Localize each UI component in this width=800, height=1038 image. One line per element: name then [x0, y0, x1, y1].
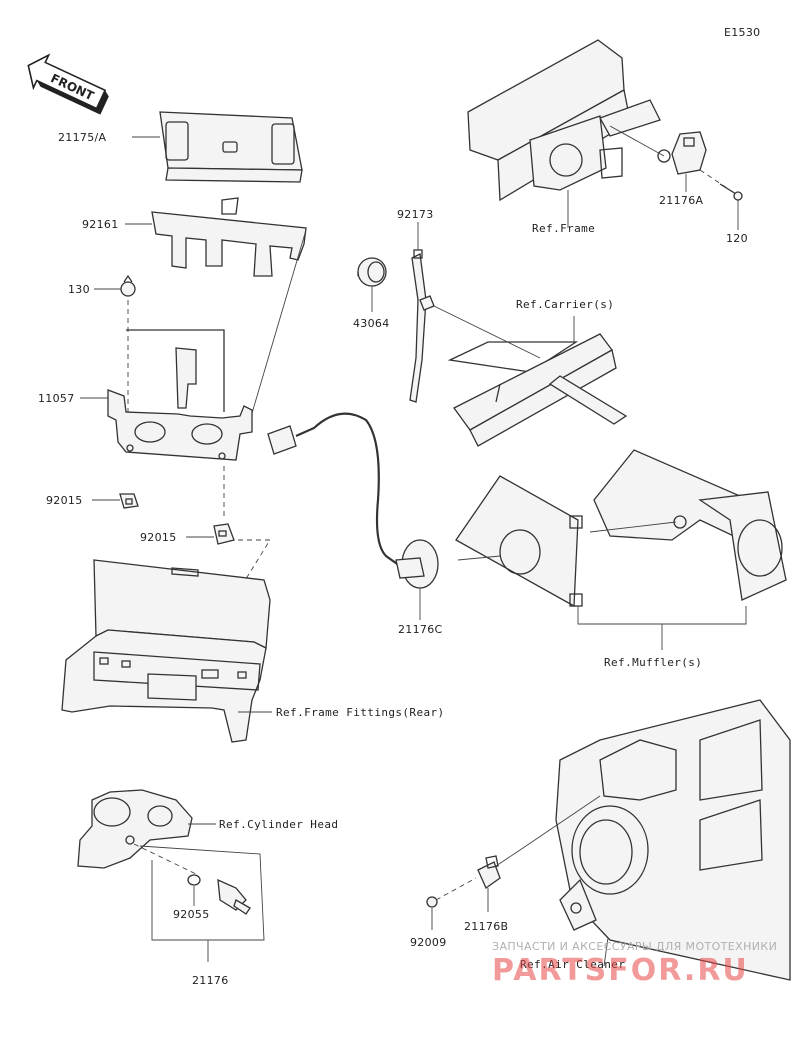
- bolt-120-part: [699, 169, 743, 201]
- watermark-tagline: ЗАПЧАСТИ И АКСЕССУАРЫ ДЛЯ МОТОТЕХНИКИ: [492, 940, 777, 953]
- label-11057: 11057: [38, 392, 75, 405]
- label-92009: 92009: [410, 936, 447, 949]
- label-92161: 92161: [82, 218, 119, 231]
- frame-part: [467, 39, 661, 202]
- watermark-brand: PARTSFOR.RU: [492, 953, 749, 988]
- ref-frame-fittings-rear: Ref.Frame Fittings(Rear): [276, 706, 445, 719]
- gasket-92055-part: [187, 874, 201, 886]
- bolt-130-part: [120, 274, 136, 297]
- frame-fittings-rear-part: [61, 559, 271, 743]
- ref-frame: Ref.Frame: [532, 222, 595, 235]
- air-cleaner-part: [555, 699, 791, 981]
- ref-carriers: Ref.Carrier(s): [516, 298, 614, 311]
- diagram-code: E1530: [724, 26, 760, 39]
- ref-mufflers: Ref.Muffler(s): [604, 656, 702, 669]
- label-92055: 92055: [173, 908, 210, 921]
- ref-cylinder-head: Ref.Cylinder Head: [219, 818, 338, 831]
- label-21175A: 21175/A: [58, 131, 106, 144]
- label-21176A: 21176A: [659, 194, 703, 207]
- bolt-92009-part: [426, 877, 477, 908]
- nut-92015-b-part: [213, 523, 235, 545]
- label-92173: 92173: [397, 208, 434, 221]
- ref-air-cleaner: Ref.Air Cleaner: [520, 958, 625, 971]
- sensor-21176C-part: [267, 412, 439, 589]
- grommet-43064-part: [357, 257, 387, 287]
- label-92015-b: 92015: [140, 531, 177, 544]
- label-21176C: 21176C: [398, 623, 442, 636]
- sensor-21176B-part: [477, 795, 601, 889]
- battery-case-part: [107, 329, 253, 461]
- carrier-part: [447, 333, 628, 447]
- sensor-21176-part: [217, 878, 251, 915]
- front-arrow-icon: FRONT: [27, 53, 109, 115]
- label-92015-a: 92015: [46, 494, 83, 507]
- label-130: 130: [68, 283, 90, 296]
- label-21176: 21176: [192, 974, 229, 987]
- label-21176B: 21176B: [464, 920, 508, 933]
- nut-92015-a-part: [119, 493, 139, 509]
- sensor-21176A-part: [609, 125, 707, 175]
- battery-part: [159, 111, 303, 183]
- battery-bracket-part: [151, 197, 307, 277]
- label-120: 120: [726, 232, 748, 245]
- clamp-92173-part: [409, 249, 435, 403]
- muffler-part: [455, 449, 787, 608]
- label-43064: 43064: [353, 317, 390, 330]
- cylinder-head-part: [77, 789, 193, 869]
